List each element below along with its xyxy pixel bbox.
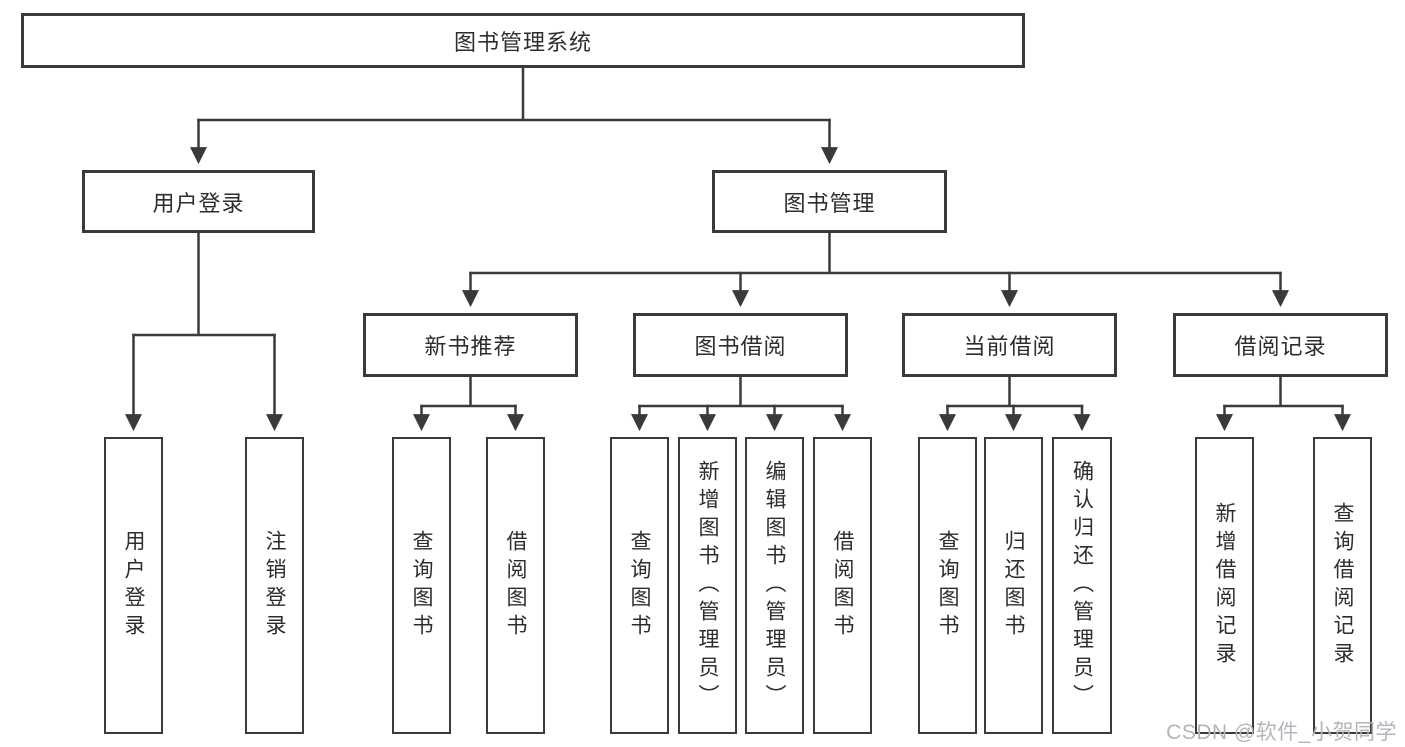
leaf-add-books-admin: 新增图书（管理员） [678,437,737,734]
leaf-user-login-label: 用户登录 [122,529,145,642]
leaf-query-books-recommend: 查询图书 [392,437,451,734]
leaf-user-login: 用户登录 [104,437,163,734]
leaf-query-books-current-label: 查询图书 [936,529,959,642]
node-book-management-label: 图书管理 [783,190,876,216]
node-user-login: 用户登录 [82,170,315,233]
csdn-watermark: CSDN @软件_小贺同学 [1166,721,1397,744]
leaf-borrow-books-recommend-label: 借阅图书 [504,529,527,642]
node-book-borrow-label: 图书借阅 [694,334,787,359]
leaf-return-books: 归还图书 [984,437,1043,734]
node-library-system: 图书管理系统 [21,13,1025,68]
leaf-logout-label: 注销登录 [263,529,286,642]
leaf-query-borrow-record-label: 查询借阅记录 [1331,501,1354,670]
node-new-book-recommend-label: 新书推荐 [424,334,517,359]
leaf-borrow-books: 借阅图书 [813,437,872,734]
node-book-management: 图书管理 [712,170,947,233]
node-user-login-label: 用户登录 [152,190,245,216]
leaf-query-books-recommend-label: 查询图书 [410,529,433,642]
leaf-logout: 注销登录 [245,437,304,734]
leaf-confirm-return-admin-label: 确认归还（管理员） [1070,459,1094,712]
leaf-add-borrow-record: 新增借阅记录 [1195,437,1254,734]
node-current-borrow-label: 当前借阅 [963,334,1056,359]
leaf-add-borrow-record-label: 新增借阅记录 [1213,501,1236,670]
node-new-book-recommend: 新书推荐 [363,313,578,377]
leaf-query-books-borrow: 查询图书 [610,437,669,734]
leaf-query-books-current: 查询图书 [918,437,977,734]
leaf-borrow-books-recommend: 借阅图书 [486,437,545,734]
node-borrow-records: 借阅记录 [1173,313,1388,377]
node-library-system-label: 图书管理系统 [453,29,592,55]
node-book-borrow: 图书借阅 [633,313,848,377]
leaf-return-books-label: 归还图书 [1002,529,1025,642]
leaf-edit-books-admin-label: 编辑图书（管理员） [763,459,786,712]
leaf-edit-books-admin: 编辑图书（管理员） [745,437,804,734]
node-borrow-records-label: 借阅记录 [1234,334,1327,359]
leaf-borrow-books-label: 借阅图书 [831,529,854,642]
leaf-query-books-borrow-label: 查询图书 [628,529,651,642]
node-current-borrow: 当前借阅 [902,313,1117,377]
leaf-add-books-admin-label: 新增图书（管理员） [696,459,719,712]
leaf-confirm-return-admin: 确认归还（管理员） [1052,437,1112,734]
leaf-query-borrow-record: 查询借阅记录 [1313,437,1372,734]
